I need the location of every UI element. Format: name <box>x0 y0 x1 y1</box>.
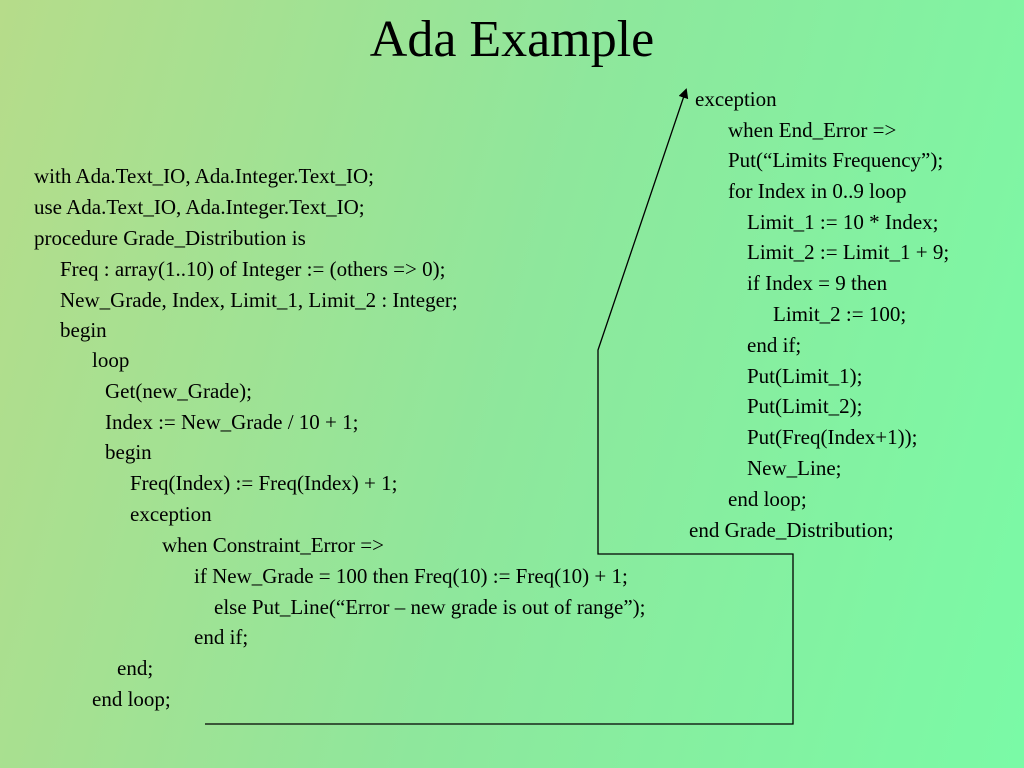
code-line: procedure Grade_Distribution is <box>34 226 306 250</box>
code-line: Put(Freq(Index+1)); <box>747 425 918 449</box>
code-line: Put(Limit_2); <box>747 394 863 418</box>
code-line: Limit_2 := Limit_1 + 9; <box>747 240 950 264</box>
code-line: end; <box>117 656 154 680</box>
slide-title: Ada Example <box>369 11 655 68</box>
code-line: else Put_Line(“Error – new grade is out … <box>214 595 646 619</box>
code-line: if New_Grade = 100 then Freq(10) := Freq… <box>194 564 628 588</box>
code-line: begin <box>60 318 107 342</box>
code-line: Put(“Limits Frequency”); <box>728 148 944 172</box>
code-line: when End_Error => <box>728 118 897 142</box>
code-line: if Index = 9 then <box>747 271 888 295</box>
code-line: Limit_2 := 100; <box>773 302 907 326</box>
code-line: New_Line; <box>747 456 842 480</box>
code-line: end if; <box>194 625 249 649</box>
code-line: end Grade_Distribution; <box>689 518 894 542</box>
code-line: exception <box>130 502 212 526</box>
code-line: Freq(Index) := Freq(Index) + 1; <box>130 471 398 495</box>
code-line: use Ada.Text_IO, Ada.Integer.Text_IO; <box>34 195 365 219</box>
code-line: with Ada.Text_IO, Ada.Integer.Text_IO; <box>34 164 374 188</box>
code-line: begin <box>105 440 152 464</box>
code-line: end loop; <box>728 487 807 511</box>
code-line: Index := New_Grade / 10 + 1; <box>105 410 359 434</box>
code-line: when Constraint_Error => <box>162 533 384 557</box>
code-line: loop <box>92 348 130 372</box>
code-line: exception <box>695 87 777 111</box>
code-line: end loop; <box>92 687 171 711</box>
code-line: for Index in 0..9 loop <box>728 179 907 203</box>
code-line: Put(Limit_1); <box>747 364 863 388</box>
code-line: end if; <box>747 333 802 357</box>
code-line: Limit_1 := 10 * Index; <box>747 210 939 234</box>
code-line: Freq : array(1..10) of Integer := (other… <box>60 257 446 281</box>
code-line: New_Grade, Index, Limit_1, Limit_2 : Int… <box>60 288 458 312</box>
code-line: Get(new_Grade); <box>105 379 252 403</box>
